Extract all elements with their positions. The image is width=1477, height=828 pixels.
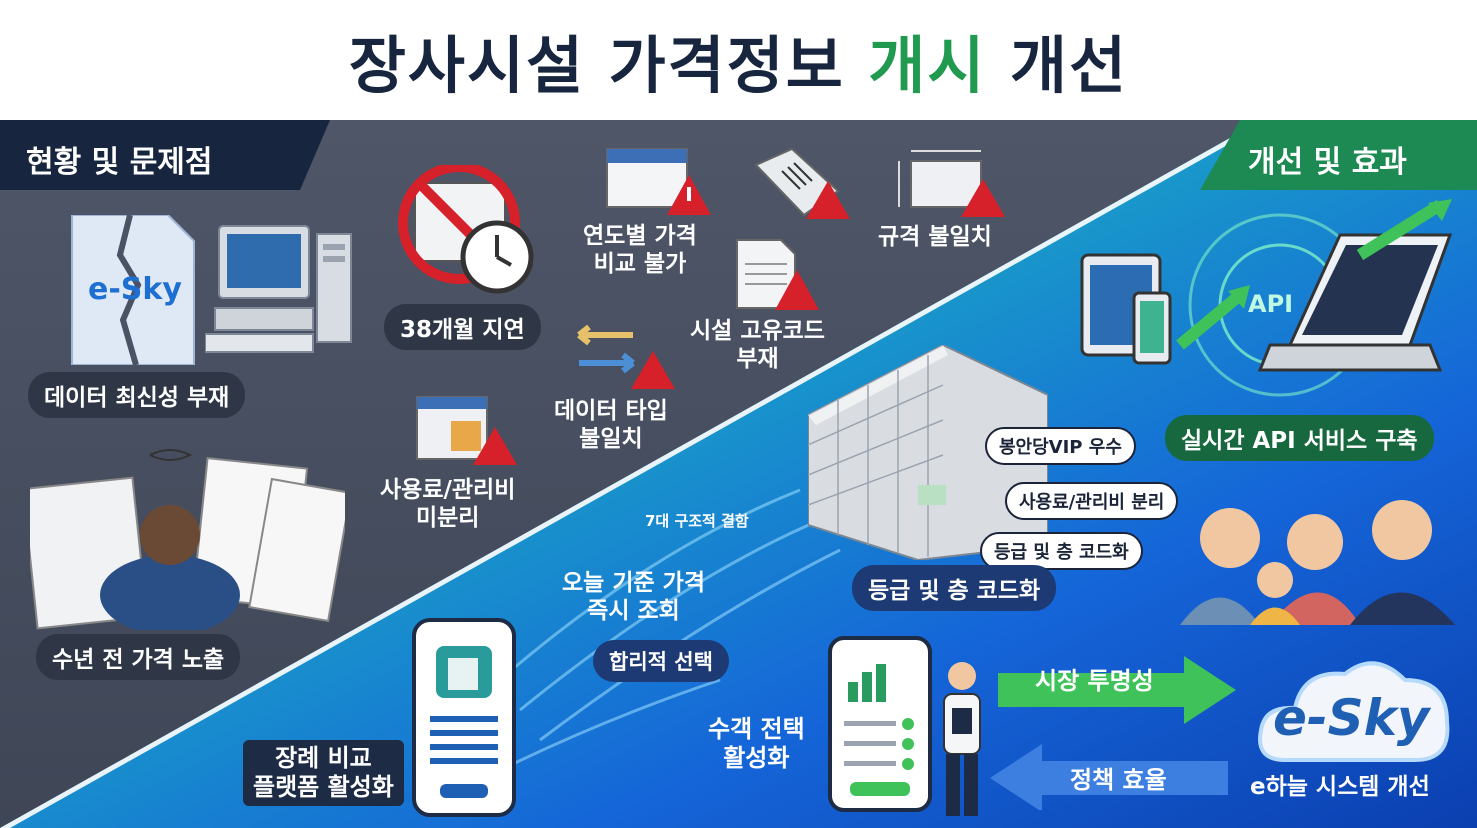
tag-grade-floor: 등급 및 층 코드화 [980, 532, 1143, 570]
label-platform-line2: 플랫폼 활성화 [253, 772, 394, 801]
dimension-warning-icon [898, 150, 1005, 217]
label-policy-efficiency: 정책 효율 [1070, 766, 1167, 794]
label-yearly-compare-line1: 연도별 가격 [583, 223, 697, 249]
calendar-warning-icon [606, 148, 711, 215]
label-rational-choice: 합리적 선택 [593, 640, 729, 682]
label-delay: 38개월 지연 [384, 304, 541, 350]
label-spec-mismatch: 규격 불일치 [878, 224, 992, 250]
header: 장사시설 가격정보 개시 개선 [0, 0, 1477, 120]
api-devices-icon [1080, 199, 1453, 397]
left-banner-shape [0, 120, 330, 190]
stressed-person-papers-icon [30, 449, 345, 630]
esky-cloud-logo-text: e-Sky [1273, 689, 1430, 747]
label-customer-choice-line1: 수객 전택 [708, 715, 805, 743]
label-yearly-compare-line2: 비교 불가 [593, 250, 687, 277]
label-today-price-line2: 즉시 조회 [587, 597, 680, 624]
api-label: API [1248, 290, 1294, 318]
label-data-type-line1: 데이터 타입 [554, 398, 668, 424]
label-cabinet-caption: 등급 및 층 코드화 [852, 565, 1057, 611]
label-fee-split-line2: 미분리 [415, 504, 480, 531]
columbarium-cabinet-icon [808, 345, 1048, 560]
computer-icon [205, 225, 352, 353]
label-platform-line1: 장례 비교 [275, 744, 372, 772]
spreadsheet-warning-icon [416, 396, 517, 465]
label-esky-caption: e하늘 시스템 개선 [1250, 774, 1430, 800]
person-with-tablet-icon [943, 662, 981, 816]
barcode-tag-warning-icon [754, 147, 850, 219]
right-banner-shape [1200, 120, 1477, 190]
title-highlight: 개시 [868, 29, 987, 102]
comparison-app-phone-icon [412, 618, 516, 817]
bidirectional-arrows-icon [990, 656, 1236, 810]
happy-family-icon [1180, 500, 1455, 625]
background-panels [0, 120, 1477, 828]
diagonal-divider [0, 120, 1272, 828]
right-banner-text: 개선 및 효과 [1248, 145, 1407, 180]
no-calendar-clock-icon [398, 165, 534, 294]
left-banner-text: 현황 및 문제점 [26, 145, 213, 180]
title-part2: 개선 [986, 29, 1129, 102]
label-facility-code-line1: 시설 고유코드 [690, 318, 825, 344]
chart-checklist-phone-icon [828, 636, 932, 812]
label-market-transparency: 시장 투명성 [1035, 667, 1154, 695]
title-part1: 장사시설 가격정보 [348, 29, 869, 102]
label-realtime-api: 실시간 API 서비스 구축 [1165, 415, 1434, 461]
label-facility-code-line2: 부재 [736, 345, 779, 372]
label-structural-defects: 7대 구조적 결함 [645, 512, 749, 530]
label-old-price: 수년 전 가격 노출 [36, 634, 241, 680]
tag-vip: 봉안당VIP 우수 [985, 427, 1136, 465]
label-fee-split-line1: 사용료/관리비 [380, 477, 516, 503]
label-today-price-line1: 오늘 기준 가격 [562, 570, 705, 596]
swap-arrows-warning-icon [577, 324, 675, 389]
cloud-logo-icon [1258, 661, 1450, 762]
document-warning-icon [736, 239, 819, 310]
page-title: 장사시설 가격정보 개시 개선 [349, 15, 1128, 105]
esky-logo-text: e-Sky [88, 272, 182, 307]
label-customer-choice-line2: 활성화 [723, 743, 790, 772]
tag-fee-split: 사용료/관리비 분리 [1005, 482, 1179, 520]
label-data-type-line2: 불일치 [579, 425, 643, 452]
label-data-freshness: 데이터 최신성 부재 [28, 372, 246, 418]
broken-document-icon [71, 215, 195, 365]
